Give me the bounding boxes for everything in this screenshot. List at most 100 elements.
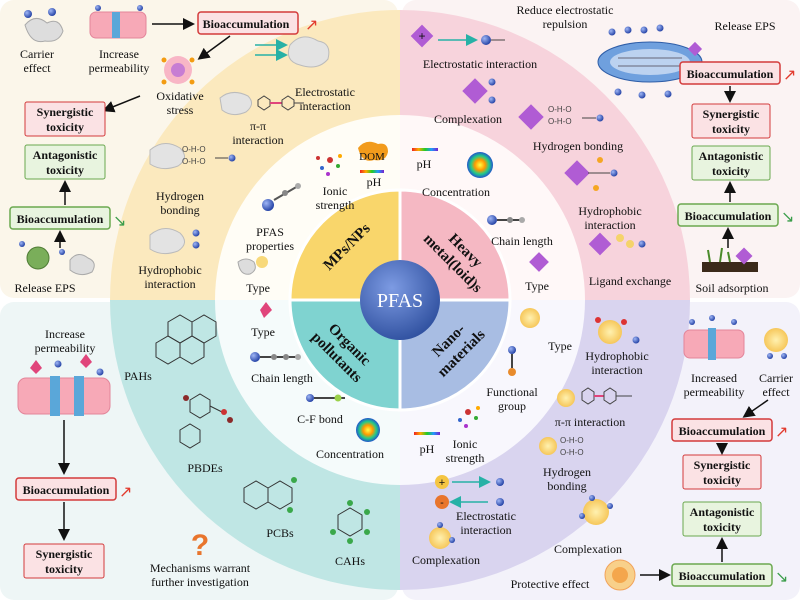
- tr-bioacc-top: Bioaccumulation: [687, 67, 774, 81]
- tl-synergistic-2: toxicity: [46, 120, 84, 134]
- down-arrow-icon: ↘: [113, 213, 126, 230]
- pfas-properties-icon: [262, 183, 301, 211]
- tl-electro-2: interaction: [299, 99, 350, 113]
- type-hm-icon: [529, 252, 549, 272]
- br-antagonistic-box: [682, 501, 762, 537]
- tl-hbond-1: Hydrogen: [156, 189, 204, 203]
- membrane-icon: [17, 354, 111, 416]
- tl-oxid-2: stress: [167, 103, 194, 117]
- ionic-strength-icon: [458, 406, 480, 428]
- tl-hydro-2: interaction: [144, 277, 195, 291]
- br-complex-left: Complexation: [412, 553, 480, 567]
- br-protective: Protective effect: [511, 577, 590, 591]
- tr-synergistic-1: Synergistic: [703, 107, 760, 121]
- tr-chain: Chain length: [491, 234, 553, 248]
- br-bioacc-bottom: Bioaccumulation: [679, 569, 766, 583]
- bl-perm-2: permeability: [35, 341, 96, 355]
- br-incperm-1: Increased: [691, 371, 737, 385]
- tl-carrier-1: Carrier: [20, 47, 54, 61]
- bl-mech-1: Mechanisms warrant: [150, 561, 251, 575]
- svg-text:O-H-O: O-H-O: [548, 117, 572, 126]
- soil-icon: [702, 247, 758, 272]
- bl-chain: Chain length: [251, 371, 313, 385]
- tl-ionic-2: strength: [316, 198, 355, 212]
- tl-pfas-prop-1: PFAS: [256, 225, 284, 239]
- complexation-left-icon: [429, 522, 455, 549]
- carrier-effect-icon: [24, 8, 64, 43]
- chain-length-icon: [487, 215, 525, 225]
- chain-length-icon: [250, 352, 301, 362]
- concentration-icon: [467, 152, 493, 178]
- br-synergistic-2: toxicity: [703, 473, 741, 487]
- br-ph: pH: [420, 442, 435, 456]
- tr-synergistic-2: toxicity: [712, 122, 750, 136]
- svg-text:O-H-O: O-H-O: [548, 105, 572, 114]
- type-mp-icon: [237, 256, 268, 275]
- tl-perm-2: permeability: [89, 61, 150, 75]
- tr-hydro-2: interaction: [584, 218, 635, 232]
- tl-perm-1: Increase: [99, 47, 139, 61]
- bl-synergistic-box: [23, 543, 105, 579]
- tr-bioacc-bottom-box: [677, 203, 779, 227]
- up-arrow-icon: ↗: [119, 484, 132, 501]
- bl-pbdes: PBDEs: [187, 461, 223, 475]
- dom-icon: [358, 141, 388, 161]
- down-arrow-icon: ↘: [775, 569, 788, 586]
- tr-complex: Complexation: [434, 112, 502, 126]
- pcbs-molecule-icon: [243, 477, 297, 513]
- bl-mech-2: further investigation: [151, 575, 249, 589]
- functional-group-icon: [508, 346, 516, 376]
- cf-bond-icon: [306, 394, 345, 402]
- hydrophobic-nm-icon: [595, 317, 640, 344]
- pahs-molecule-icon: [155, 314, 217, 365]
- tl-synergistic-box: [24, 101, 106, 137]
- ionic-strength-icon: [316, 154, 342, 176]
- br-synergistic-1: Synergistic: [694, 458, 751, 472]
- membrane-icon: [89, 5, 147, 39]
- br-arrow-carrier: [742, 399, 769, 418]
- tl-hbond-2: bonding: [160, 203, 199, 217]
- ph-bar-icon: [414, 432, 440, 435]
- center-label: PFAS: [377, 290, 423, 312]
- center-disk: [360, 260, 440, 340]
- tr-bioacc-top-box: [679, 61, 781, 85]
- tl-synergistic-1: Synergistic: [37, 105, 94, 119]
- br-bioacc-top: Bioaccumulation: [679, 424, 766, 438]
- type-op-icon: [260, 302, 272, 318]
- complexation-right-icon: [579, 495, 613, 525]
- tl-pipi-1: π-π: [250, 119, 266, 133]
- tr-type: Type: [525, 279, 549, 293]
- bl-bioacc: Bioaccumulation: [23, 483, 110, 497]
- carrier-nm-icon: [764, 328, 788, 359]
- tl-release-eps: Release EPS: [15, 281, 76, 295]
- tl-bioacc-top-box: [197, 11, 299, 35]
- br-complex-right: Complexation: [554, 542, 622, 556]
- hydrogen-bond-mp-icon: O-H-O O-H-O: [149, 143, 236, 170]
- br-electro-2: interaction: [460, 523, 511, 537]
- up-arrow-icon: ↗: [783, 67, 796, 84]
- bl-pcbs: PCBs: [266, 526, 294, 540]
- tl-antagonistic-2: toxicity: [46, 163, 84, 177]
- bl-synergistic-2: toxicity: [45, 562, 83, 576]
- tl-dom: DOM: [359, 151, 385, 163]
- br-bioacc-top-box: [671, 418, 773, 442]
- br-type: Type: [548, 339, 572, 353]
- type-nm-icon: [520, 308, 540, 328]
- up-arrow-icon: ↗: [305, 17, 318, 34]
- br-hbond-2: bonding: [547, 479, 586, 493]
- tl-ph: pH: [367, 175, 382, 189]
- svg-text:O-H-O: O-H-O: [560, 448, 584, 457]
- tl-bioacc-bottom-box: [9, 206, 111, 230]
- minus-sign: -: [440, 497, 444, 509]
- hydrogen-bond-hm-icon: O-H-O O-H-O: [518, 104, 604, 130]
- down-arrow-icon: ↘: [781, 209, 794, 226]
- br-antagonistic-2: toxicity: [703, 520, 741, 534]
- membrane-icon: [683, 315, 745, 360]
- bl-perm-1: Increase: [45, 327, 85, 341]
- tl-pfas-prop-2: properties: [246, 239, 294, 253]
- br-electro-1: Electrostatic: [456, 509, 516, 523]
- svg-text:O-H-O: O-H-O: [560, 436, 584, 445]
- tr-concentration: Concentration: [422, 185, 490, 199]
